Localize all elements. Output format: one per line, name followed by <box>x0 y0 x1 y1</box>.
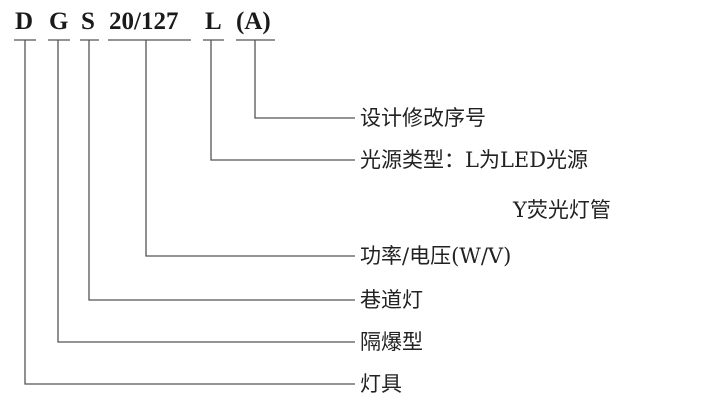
label-light-source: 光源类型：L为LED光源 <box>360 148 589 172</box>
label-revision: 设计修改序号 <box>360 106 486 130</box>
label-tunnel-lamp: 巷道灯 <box>360 288 423 312</box>
label-lamp: 灯具 <box>360 372 402 396</box>
label-explosion-proof: 隔爆型 <box>360 330 423 354</box>
code-part-d: D <box>15 8 34 35</box>
code-part-l: L <box>205 8 222 35</box>
code-part-revision: (A) <box>236 8 271 35</box>
code-part-g: G <box>49 8 69 35</box>
label-light-source-alt: Y荧光灯管 <box>513 198 611 222</box>
label-power-voltage: 功率/电压(W/V) <box>360 244 512 268</box>
code-part-power: 20/127 <box>109 8 179 35</box>
code-part-s: S <box>81 8 95 35</box>
